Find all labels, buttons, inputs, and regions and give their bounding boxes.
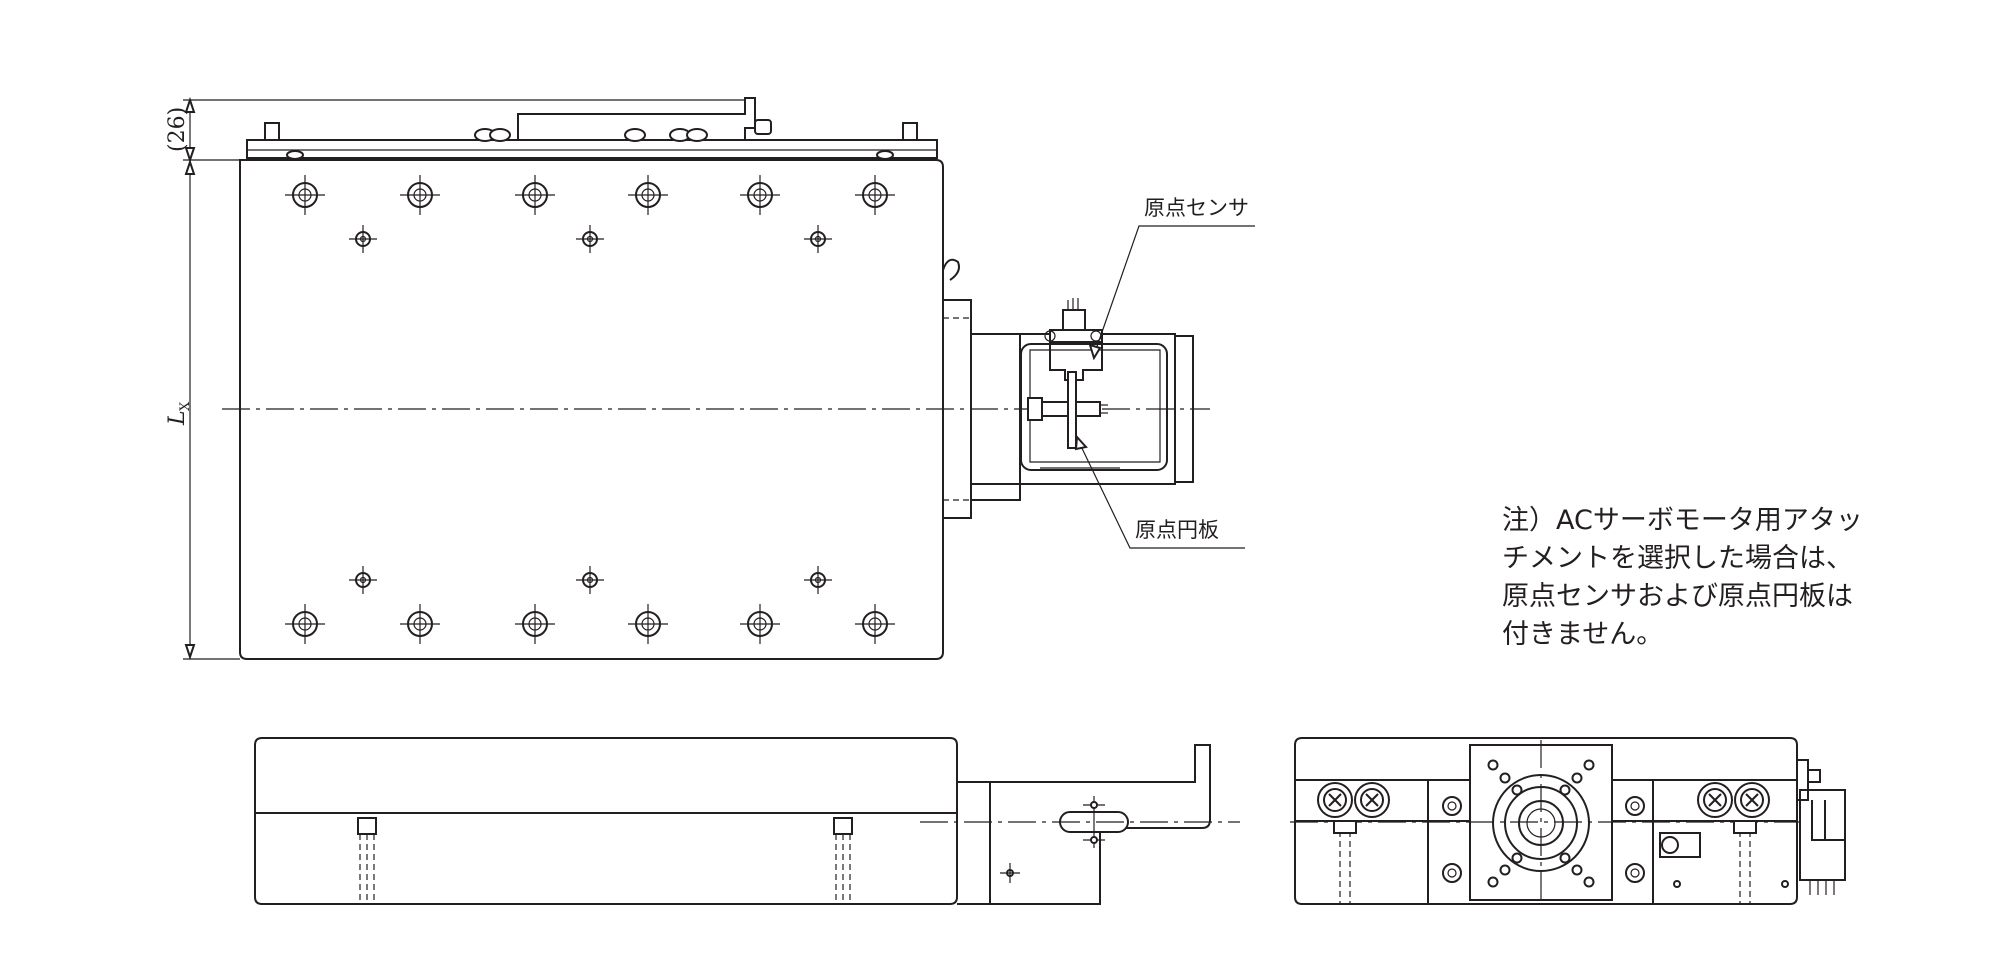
top-connector (517, 97, 756, 140)
motor-housing (971, 333, 1194, 485)
origin-disc-leader (1077, 439, 1245, 549)
dimension-26: (26) (165, 96, 745, 164)
end-view (1290, 737, 1846, 905)
connector-end (1797, 759, 1809, 801)
svg-text:L: L (165, 410, 190, 426)
side-view (254, 737, 1240, 905)
origin-sensor-label: 原点センサ (1144, 196, 1249, 220)
origin-sensor-leader (1093, 225, 1255, 356)
origin-disc-label: 原点円板 (1135, 518, 1219, 542)
top-view: 原点センサ 原点円板 (26) L X (165, 96, 1255, 661)
small-holes (349, 225, 832, 594)
note-text: 注）ACサーボモータ用アタッ チメントを選択した場合は、 原点センサおよび原点円… (1502, 502, 1922, 654)
dimension-lx: L X (165, 158, 240, 661)
mounting-holes-top-row (285, 175, 895, 644)
top-cover-strip (246, 139, 938, 159)
note-line: 原点センサおよび原点円板は (1502, 581, 1853, 612)
note-line: 付きません。 (1502, 619, 1664, 650)
end-view-body (1294, 737, 1798, 905)
note-line: チメントを選択した場合は、 (1502, 543, 1853, 574)
svg-text:(26): (26) (165, 107, 190, 152)
cable-clip (942, 258, 960, 281)
note-line: 注）ACサーボモータ用アタッ (1502, 505, 1863, 536)
cross-screws (1317, 782, 1770, 818)
origin-sensor-part (1044, 298, 1103, 381)
motor-flange (942, 299, 972, 519)
flange-bolts (1487, 759, 1595, 888)
svg-text:X: X (178, 401, 193, 411)
side-view-body (254, 737, 958, 905)
origin-disc-part (1027, 371, 1108, 449)
top-view-body (239, 159, 944, 660)
